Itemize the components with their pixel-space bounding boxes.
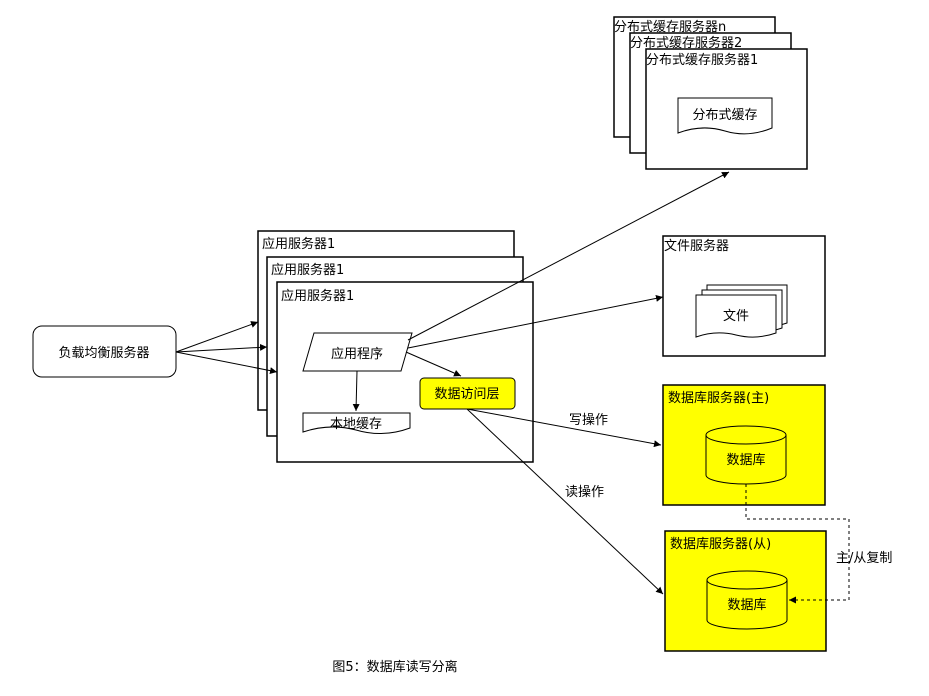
cache-server-front bbox=[645, 48, 808, 170]
app-server-middle-label: 应用服务器1 bbox=[271, 262, 344, 278]
cache-server-middle-label: 分布式缓存服务器2 bbox=[630, 35, 742, 51]
app-connectors bbox=[352, 171, 730, 595]
app-to-local-cache-arrow bbox=[352, 370, 360, 412]
lb-to-app-back-arrow bbox=[175, 321, 259, 353]
app-to-data-access-arrow bbox=[405, 351, 462, 377]
cache-server-stack: 分布式缓存服务器n 分布式缓存服务器2 分布式缓存服务器1 分布式缓存 bbox=[613, 16, 808, 170]
data-access-layer-node: 数据访问层 bbox=[419, 377, 516, 410]
write-op-label: 写操作 bbox=[569, 412, 608, 428]
file-doc-front bbox=[695, 294, 777, 338]
db-master-db-label: 数据库 bbox=[726, 452, 765, 468]
app-server-front bbox=[276, 281, 534, 463]
figure-caption: 图5：数据库读写分离 bbox=[332, 659, 457, 675]
cache-server-front-label: 分布式缓存服务器1 bbox=[646, 52, 758, 68]
app-to-cache-arrow bbox=[407, 171, 730, 341]
db-slave-node: 数据库服务器(从) 数据库 bbox=[664, 530, 827, 652]
replication-label: 主/从复制 bbox=[836, 551, 892, 566]
file-server-node: 文件服务器 文件 bbox=[662, 235, 826, 357]
db-master-node: 数据库服务器(主) 数据库 bbox=[662, 384, 826, 506]
db-slave-label: 数据库服务器(从) bbox=[670, 536, 771, 552]
lb-to-app-front-arrow bbox=[175, 351, 278, 375]
lb-to-app-middle-arrow bbox=[175, 343, 268, 353]
app-server-back-label: 应用服务器1 bbox=[262, 236, 335, 252]
app-server-front-label: 应用服务器1 bbox=[281, 288, 354, 304]
app-program-label: 应用程序 bbox=[331, 346, 383, 362]
load-balancer-label: 负载均衡服务器 bbox=[58, 345, 149, 361]
read-op-label: 读操作 bbox=[565, 484, 604, 500]
db-slave-db-label: 数据库 bbox=[727, 597, 766, 613]
app-program-node: 应用程序 bbox=[302, 332, 413, 372]
local-cache-node: 本地缓存 bbox=[302, 412, 411, 434]
db-master-cylinder bbox=[705, 425, 787, 485]
distributed-cache-shape bbox=[677, 97, 773, 135]
app-to-file-server-arrow bbox=[407, 294, 664, 349]
file-label: 文件 bbox=[723, 309, 749, 324]
cache-server-back-label: 分布式缓存服务器n bbox=[614, 19, 726, 35]
write-arrow bbox=[466, 408, 662, 448]
data-access-layer-label: 数据访问层 bbox=[434, 387, 499, 402]
db-slave-cylinder bbox=[706, 570, 788, 630]
replication-arrow bbox=[745, 484, 850, 604]
file-server-label: 文件服务器 bbox=[664, 238, 729, 254]
db-master-label: 数据库服务器(主) bbox=[668, 390, 769, 406]
lb-connectors bbox=[175, 321, 278, 375]
distributed-cache-label: 分布式缓存 bbox=[692, 108, 757, 123]
read-arrow bbox=[466, 408, 664, 595]
local-cache-label: 本地缓存 bbox=[330, 417, 382, 432]
load-balancer-node: 负载均衡服务器 bbox=[32, 325, 177, 378]
app-server-stack: 应用服务器1 应用服务器1 应用服务器1 bbox=[257, 230, 534, 463]
